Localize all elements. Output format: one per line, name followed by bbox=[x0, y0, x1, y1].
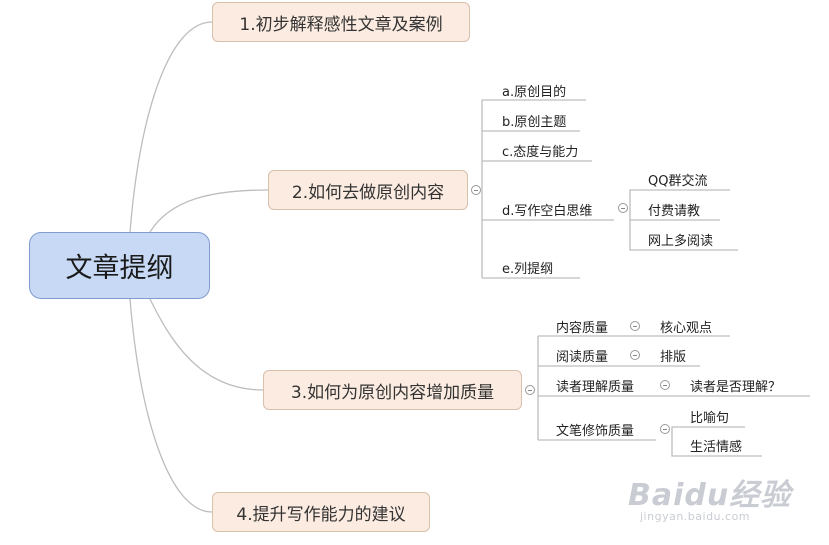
leaf-metaphor[interactable]: 比喻句 bbox=[690, 410, 730, 426]
leaf-core-view[interactable]: 核心观点 bbox=[660, 320, 713, 336]
watermark-brand: Baidu经验 bbox=[628, 478, 792, 513]
connector-root-b4 bbox=[129, 298, 213, 513]
leaf-read-online[interactable]: 网上多阅读 bbox=[648, 233, 714, 249]
leaf-original-purpose[interactable]: a.原创目的 bbox=[502, 84, 567, 100]
collapse-icon[interactable] bbox=[618, 203, 628, 213]
leaf-content-quality[interactable]: 内容质量 bbox=[556, 320, 609, 336]
branch-2-node[interactable]: 2.如何去做原创内容 bbox=[268, 170, 468, 210]
collapse-icon[interactable] bbox=[660, 380, 670, 390]
watermark-logo: Baidu经验 jingyan.baidu.com bbox=[628, 470, 792, 523]
connector-root-b1 bbox=[129, 21, 213, 233]
leaf-paid-consult[interactable]: 付费请教 bbox=[648, 203, 701, 219]
leaf-attitude-ability[interactable]: c.态度与能力 bbox=[502, 144, 579, 160]
connector-root-b3 bbox=[149, 298, 264, 391]
leaf-blank-thinking[interactable]: d.写作空白思维 bbox=[502, 203, 593, 219]
branch-3-node[interactable]: 3.如何为原创内容增加质量 bbox=[263, 370, 522, 410]
branch-4-node[interactable]: 4.提升写作能力的建议 bbox=[212, 492, 430, 532]
collapse-icon[interactable] bbox=[630, 321, 640, 331]
leaf-reader-understanding[interactable]: 读者理解质量 bbox=[556, 379, 635, 395]
collapse-icon[interactable] bbox=[471, 185, 481, 195]
collapse-icon[interactable] bbox=[525, 385, 535, 395]
leaf-reader-understand-q[interactable]: 读者是否理解？ bbox=[690, 379, 782, 395]
collapse-icon[interactable] bbox=[630, 350, 640, 360]
leaf-life-emotion[interactable]: 生活情感 bbox=[690, 439, 743, 455]
watermark-url: jingyan.baidu.com bbox=[640, 510, 751, 523]
leaf-outline[interactable]: e.列提纲 bbox=[502, 261, 554, 277]
root-node[interactable]: 文章提纲 bbox=[29, 232, 210, 299]
collapse-icon[interactable] bbox=[660, 424, 670, 434]
leaf-writing-polish[interactable]: 文笔修饰质量 bbox=[556, 423, 635, 439]
leaf-typesetting[interactable]: 排版 bbox=[660, 349, 687, 365]
leaf-reading-quality[interactable]: 阅读质量 bbox=[556, 349, 609, 365]
leaf-qq-group[interactable]: QQ群交流 bbox=[648, 173, 708, 189]
connector-root-b2 bbox=[149, 189, 269, 233]
branch-1-node[interactable]: 1.初步解释感性文章及案例 bbox=[212, 2, 470, 42]
leaf-original-topic[interactable]: b.原创主题 bbox=[502, 114, 567, 130]
